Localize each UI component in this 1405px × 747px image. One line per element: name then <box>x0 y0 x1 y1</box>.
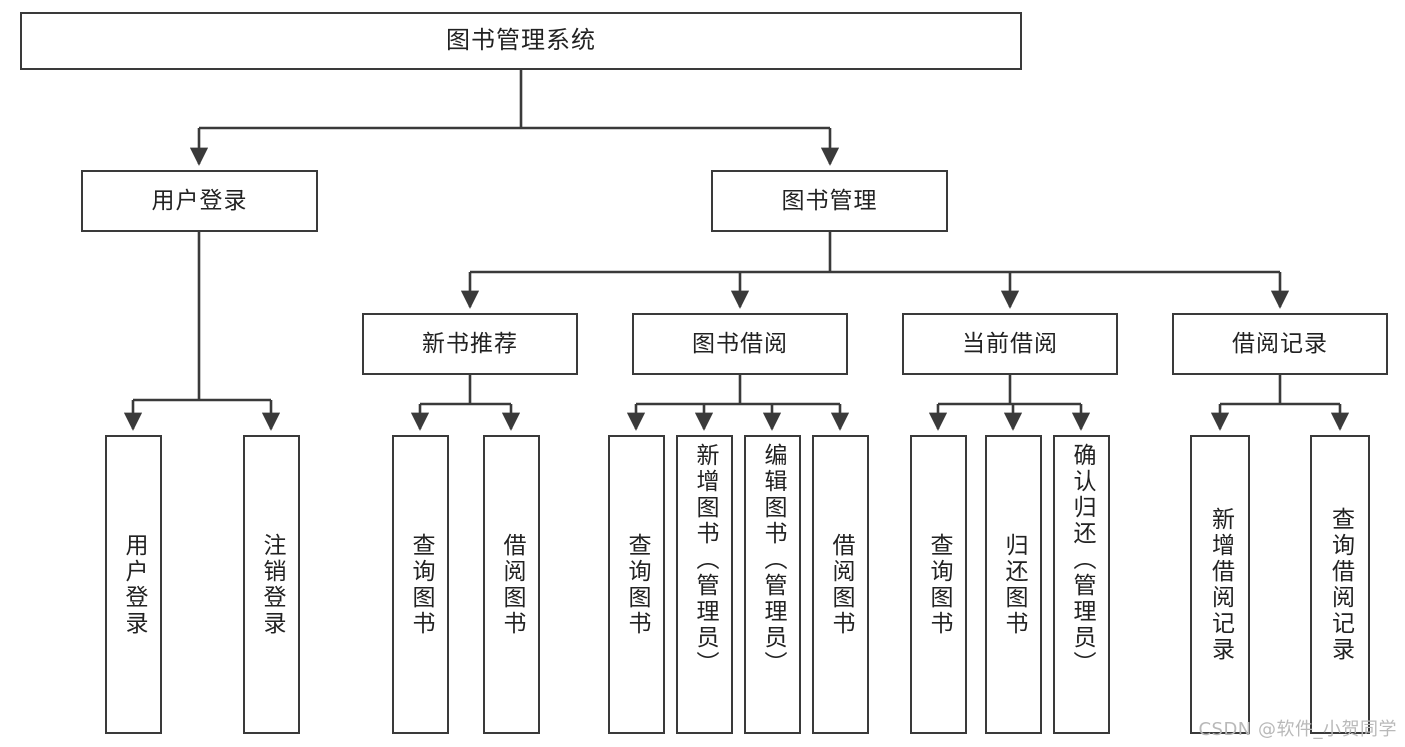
node-leaf-return-book[interactable]: 归还图书 <box>985 435 1042 734</box>
node-book-manage[interactable]: 图书管理 <box>711 170 948 232</box>
node-leaf-query-record[interactable]: 查询借阅记录 <box>1310 435 1370 734</box>
node-borrow-record-label: 借阅记录 <box>1232 330 1328 357</box>
node-leaf-query-book-3[interactable]: 查询图书 <box>910 435 967 734</box>
node-current-borrow-label: 当前借阅 <box>962 330 1058 357</box>
node-current-borrow[interactable]: 当前借阅 <box>902 313 1118 375</box>
node-leaf-query-book-3-label: 查询图书 <box>926 532 952 637</box>
node-leaf-query-book-1[interactable]: 查询图书 <box>392 435 449 734</box>
node-book-borrow[interactable]: 图书借阅 <box>632 313 848 375</box>
node-leaf-query-book-2[interactable]: 查询图书 <box>608 435 665 734</box>
node-leaf-user-login[interactable]: 用户登录 <box>105 435 162 734</box>
node-leaf-logout-label: 注销登录 <box>259 532 285 637</box>
node-book-manage-label: 图书管理 <box>781 187 878 214</box>
node-leaf-logout[interactable]: 注销登录 <box>243 435 300 734</box>
node-root-label: 图书管理系统 <box>446 26 596 55</box>
node-leaf-add-record-label: 新增借阅记录 <box>1207 506 1234 663</box>
node-leaf-borrow-book-2[interactable]: 借阅图书 <box>812 435 869 734</box>
node-leaf-confirm-return-label: 确认归还（管理员） <box>1069 443 1095 677</box>
node-user-login-label: 用户登录 <box>151 187 248 214</box>
node-new-book-recommend-label: 新书推荐 <box>422 330 518 357</box>
node-book-borrow-label: 图书借阅 <box>692 330 788 357</box>
node-leaf-edit-book-label: 编辑图书（管理员） <box>760 443 786 677</box>
node-new-book-recommend[interactable]: 新书推荐 <box>362 313 578 375</box>
node-user-login[interactable]: 用户登录 <box>81 170 318 232</box>
node-leaf-query-book-1-label: 查询图书 <box>408 532 434 637</box>
node-leaf-borrow-book-1[interactable]: 借阅图书 <box>483 435 540 734</box>
node-leaf-edit-book[interactable]: 编辑图书（管理员） <box>744 435 801 734</box>
node-root[interactable]: 图书管理系统 <box>20 12 1022 70</box>
node-leaf-return-book-label: 归还图书 <box>1001 532 1027 637</box>
node-leaf-borrow-book-2-label: 借阅图书 <box>828 532 854 637</box>
node-leaf-query-record-label: 查询借阅记录 <box>1327 506 1354 663</box>
node-leaf-add-book-label: 新增图书（管理员） <box>692 443 718 677</box>
node-leaf-borrow-book-1-label: 借阅图书 <box>499 532 525 637</box>
node-leaf-add-book[interactable]: 新增图书（管理员） <box>676 435 733 734</box>
node-leaf-add-record[interactable]: 新增借阅记录 <box>1190 435 1250 734</box>
node-borrow-record[interactable]: 借阅记录 <box>1172 313 1388 375</box>
node-leaf-query-book-2-label: 查询图书 <box>624 532 650 637</box>
node-leaf-user-login-label: 用户登录 <box>121 532 147 637</box>
node-leaf-confirm-return[interactable]: 确认归还（管理员） <box>1053 435 1110 734</box>
